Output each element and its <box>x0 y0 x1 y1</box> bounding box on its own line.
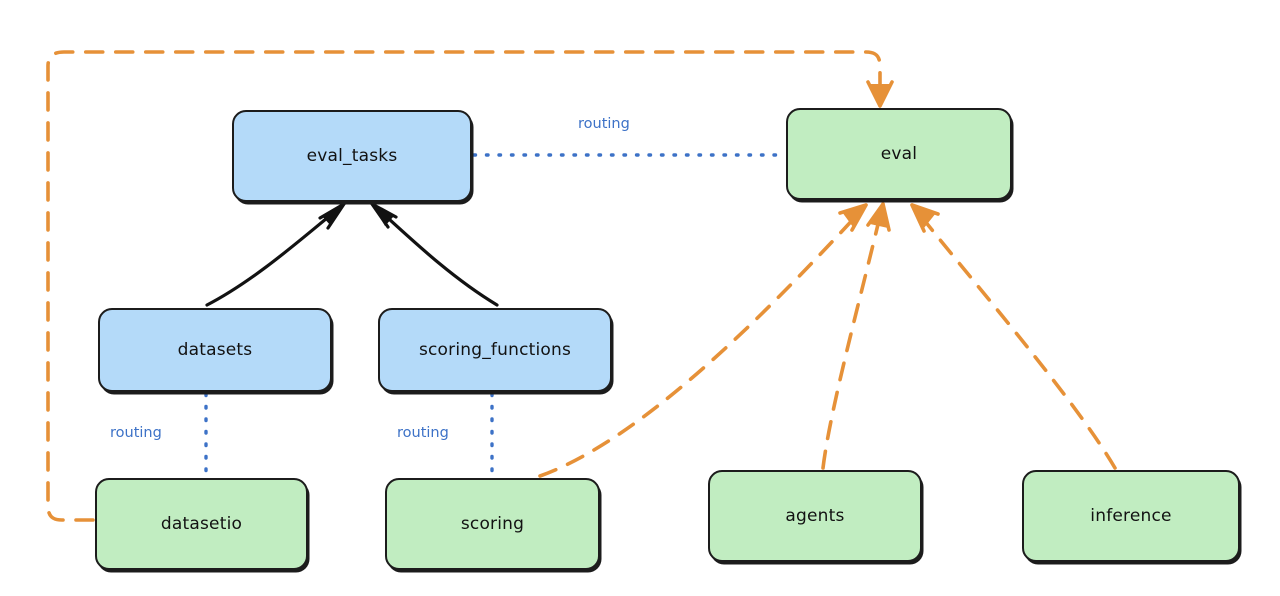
node-label-datasets: datasets <box>177 340 253 360</box>
node-eval[interactable]: eval <box>786 108 1012 200</box>
node-label-scoring: scoring <box>460 514 525 534</box>
node-inference[interactable]: inference <box>1022 470 1240 562</box>
node-label-datasetio: datasetio <box>160 514 243 534</box>
node-scoring[interactable]: scoring <box>385 478 600 570</box>
edge-label-routing-eval-tasks-eval: routing <box>578 116 630 132</box>
node-eval-tasks[interactable]: eval_tasks <box>232 110 472 202</box>
node-label-eval-tasks: eval_tasks <box>306 146 398 166</box>
edge-scoring-functions-to-eval-tasks <box>370 202 499 307</box>
node-scoring-functions[interactable]: scoring_functions <box>378 308 612 392</box>
edge-scoring-to-eval <box>538 203 868 478</box>
edge-label-routing-datasets-datasetio: routing <box>110 425 162 441</box>
node-datasets[interactable]: datasets <box>98 308 332 392</box>
edge-agents-to-eval <box>821 202 891 470</box>
edge-label-routing-scoring-functions-scoring: routing <box>397 425 449 441</box>
node-label-inference: inference <box>1090 506 1172 526</box>
node-label-eval: eval <box>880 144 918 164</box>
edge-inference-to-eval <box>910 203 1117 470</box>
node-label-agents: agents <box>785 506 845 526</box>
node-label-scoring-functions: scoring_functions <box>418 340 572 360</box>
node-agents[interactable]: agents <box>708 470 922 562</box>
node-datasetio[interactable]: datasetio <box>95 478 308 570</box>
edge-datasetio-to-eval <box>46 50 894 522</box>
edge-datasets-to-eval-tasks <box>205 202 346 307</box>
